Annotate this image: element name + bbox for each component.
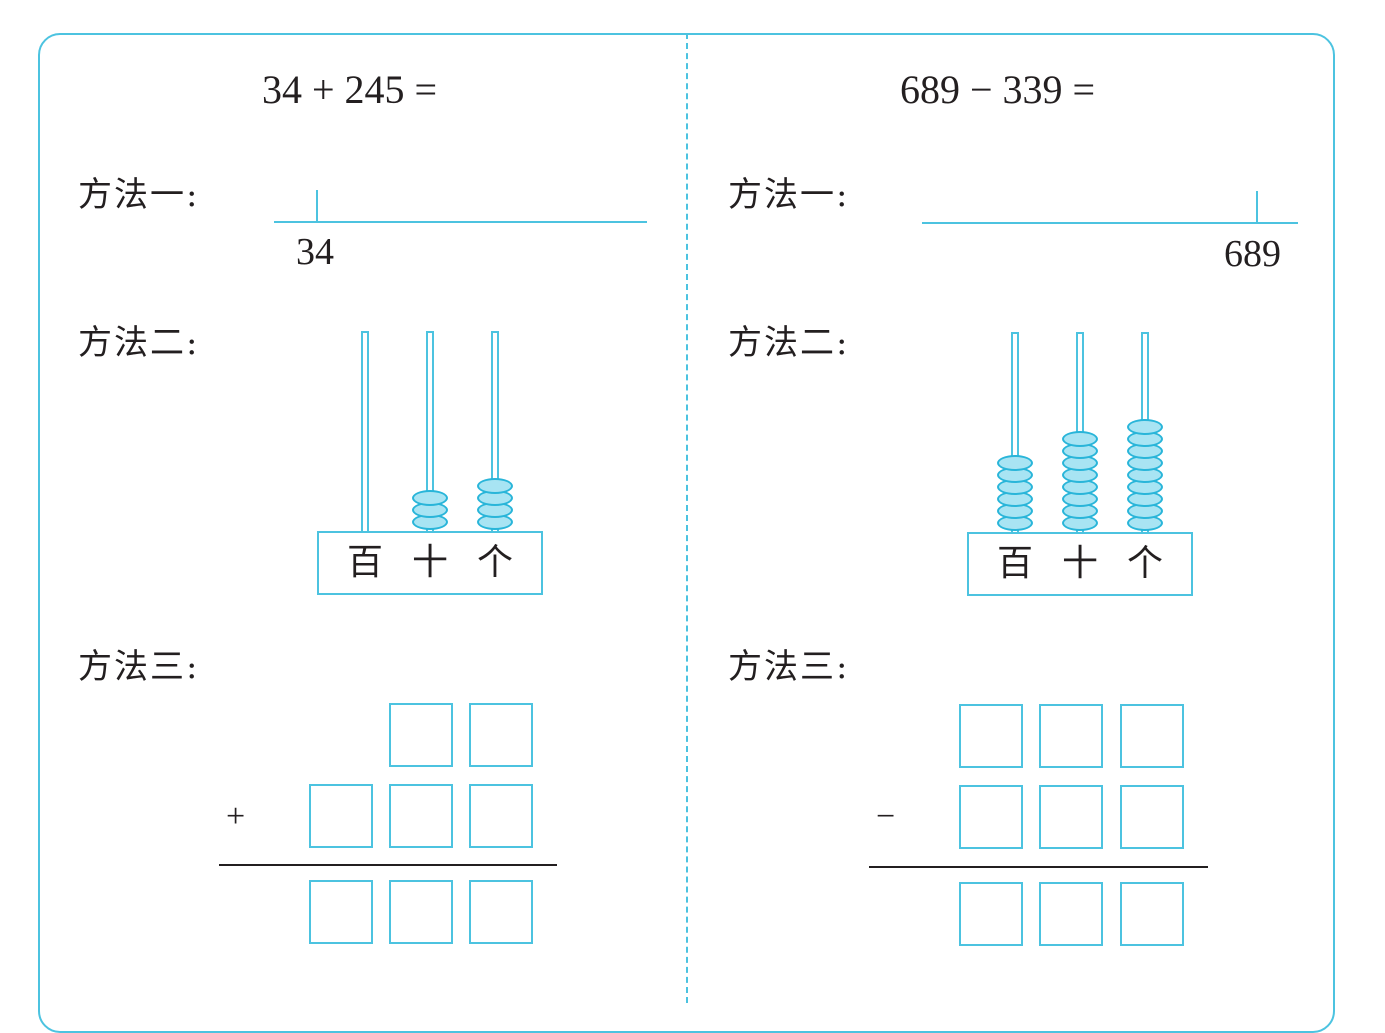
answer-box[interactable]	[959, 882, 1023, 946]
left-method2-label: 方法二:	[78, 323, 200, 363]
answer-box[interactable]	[389, 784, 453, 848]
right-operator: −	[876, 798, 896, 835]
answer-box[interactable]	[959, 785, 1023, 849]
answer-box[interactable]	[1039, 882, 1103, 946]
right-sum-line	[869, 866, 1208, 868]
answer-box[interactable]	[1039, 704, 1103, 768]
left-number-line	[274, 221, 647, 223]
abacus-rod	[1011, 332, 1019, 532]
answer-box[interactable]	[469, 703, 533, 767]
right-method1-number: 689	[1224, 233, 1281, 275]
right-equation: 689 − 339 =	[900, 67, 1096, 112]
answer-box[interactable]	[1120, 785, 1184, 849]
abacus-base	[317, 531, 543, 595]
right-number-line	[922, 222, 1298, 224]
answer-box[interactable]	[309, 880, 373, 944]
abacus-bead	[1127, 419, 1163, 435]
left-method1-number: 34	[296, 231, 334, 273]
answer-box[interactable]	[1039, 785, 1103, 849]
abacus-rod	[426, 331, 434, 531]
right-number-line-tick	[1256, 191, 1258, 223]
left-operator: +	[226, 798, 246, 835]
right-method1-label: 方法一:	[728, 175, 850, 215]
answer-box[interactable]	[469, 880, 533, 944]
answer-box[interactable]	[469, 784, 533, 848]
column-divider	[686, 33, 688, 1003]
right-method2-label: 方法二:	[728, 323, 850, 363]
answer-box[interactable]	[1120, 882, 1184, 946]
answer-box[interactable]	[1120, 704, 1184, 768]
abacus-place-label: 百	[997, 543, 1034, 584]
left-number-line-tick	[316, 190, 318, 222]
abacus-base	[967, 532, 1193, 596]
abacus-place-label: 百	[347, 542, 384, 583]
left-method1-label: 方法一:	[78, 175, 200, 215]
answer-box[interactable]	[389, 880, 453, 944]
abacus-place-label: 十	[1062, 543, 1099, 584]
abacus-bead	[412, 490, 448, 506]
left-equation: 34 + 245 =	[262, 67, 438, 112]
abacus-place-label: 个	[477, 542, 514, 583]
left-method3-label: 方法三:	[78, 647, 200, 687]
left-sum-line	[219, 864, 557, 866]
abacus-bead	[997, 455, 1033, 471]
answer-box[interactable]	[959, 704, 1023, 768]
abacus-rod	[361, 331, 369, 531]
answer-box[interactable]	[389, 703, 453, 767]
abacus-bead	[1062, 431, 1098, 447]
right-method3-label: 方法三:	[728, 647, 850, 687]
answer-box[interactable]	[309, 784, 373, 848]
abacus-place-label: 个	[1127, 543, 1164, 584]
abacus-bead	[477, 478, 513, 494]
abacus-rod	[491, 331, 499, 531]
abacus-place-label: 十	[412, 542, 449, 583]
